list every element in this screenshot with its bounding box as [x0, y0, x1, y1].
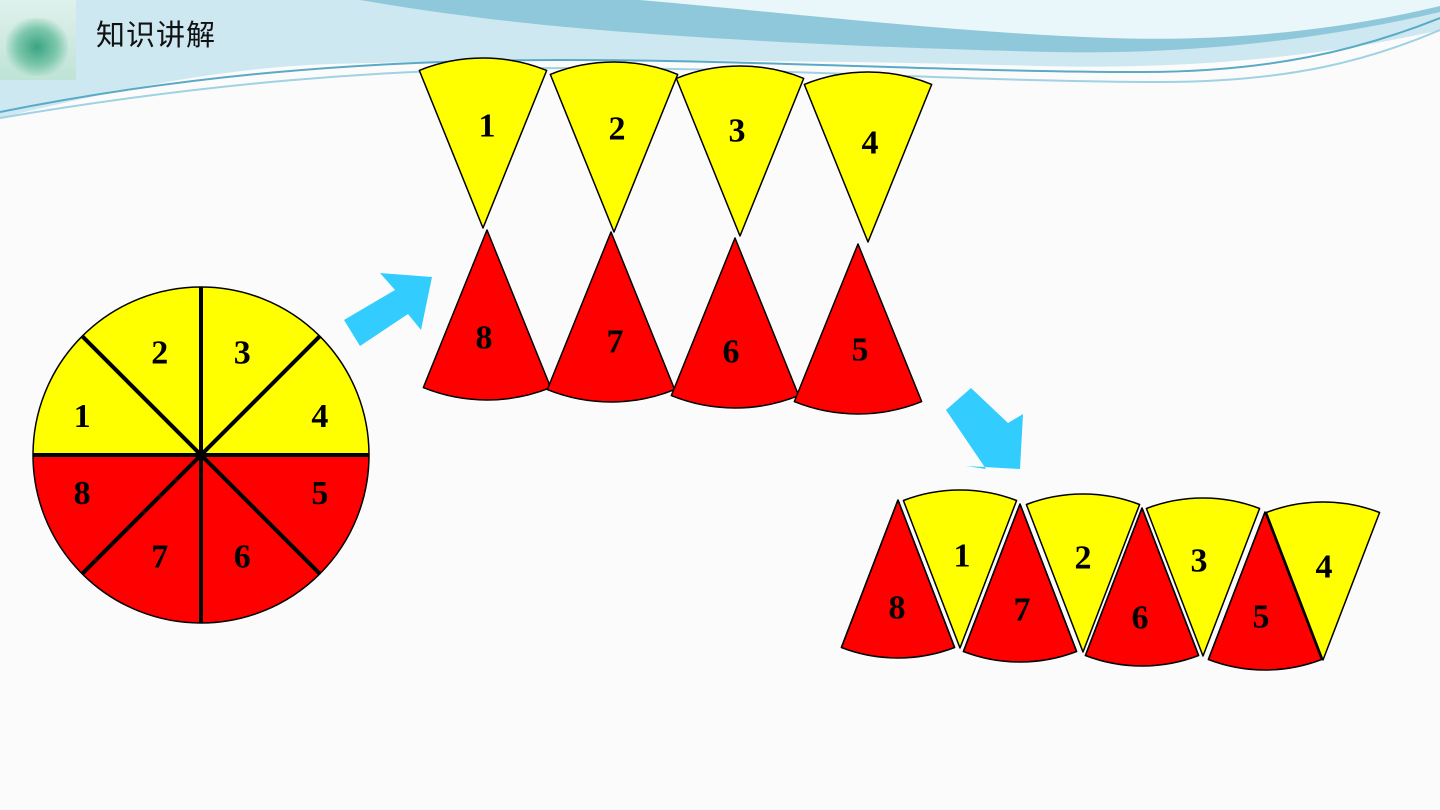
- circle-sector-1: [33, 336, 201, 455]
- circle-sector-3: [201, 287, 320, 455]
- circle-diagram: 1 2 3 4 5 6 7 8: [32, 286, 370, 624]
- split-bottom-label-6: 6: [723, 334, 740, 371]
- joined-edge: [1141, 507, 1200, 656]
- page-title: 知识讲解: [96, 18, 217, 52]
- split-top-sector-4: [803, 71, 933, 243]
- split-bottom-sector-5: [793, 243, 923, 415]
- joined-edge: [897, 499, 956, 648]
- joined-red-label-8: 8: [889, 590, 906, 627]
- banner-wave-front: [640, 0, 1440, 39]
- joined-edge: [840, 499, 899, 648]
- joined-red-sector-7: [962, 503, 1078, 663]
- split-top-label-2: 2: [609, 111, 626, 148]
- banner-line-1: [0, 17, 1440, 113]
- joined-edge: [1264, 511, 1323, 660]
- joined-edge: [1019, 503, 1078, 652]
- joined-yellow-label-1: 1: [954, 538, 971, 575]
- circle-sector-7: [82, 455, 201, 623]
- split-bottom-sector-7: [546, 231, 676, 403]
- joined-red-sector-6: [1084, 507, 1200, 667]
- circle-outline: [32, 286, 370, 624]
- circle-label-1: 1: [74, 398, 91, 435]
- split-bottom-label-7: 7: [607, 324, 624, 361]
- circle-sector-2: [82, 286, 201, 455]
- joined-strip: 1 2 3 4 8 7 6 5: [840, 489, 1381, 671]
- circle-divider: [80, 334, 322, 576]
- arrow-down-right-icon: [946, 388, 1023, 469]
- corner-glow: [6, 18, 68, 76]
- circle-label-3: 3: [234, 335, 251, 372]
- joined-red-label-5: 5: [1253, 599, 1270, 636]
- split-bottom-sector-8: [422, 229, 552, 401]
- circle-sector-4: [201, 336, 369, 455]
- circle-label-7: 7: [151, 538, 168, 575]
- joined-yellow-sector-3: [1145, 497, 1261, 657]
- joined-red-label-6: 6: [1132, 600, 1149, 637]
- banner-line-2: [0, 29, 1440, 119]
- header-banner: [0, 0, 1440, 119]
- split-bottom-label-5: 5: [852, 332, 869, 369]
- joined-edge: [962, 503, 1021, 652]
- split-strip: 1 2 3 4 8 7 6 5: [418, 57, 933, 415]
- joined-yellow-sector-2: [1025, 493, 1141, 653]
- circle-sector-5: [201, 455, 369, 574]
- joined-edge: [1207, 511, 1266, 660]
- split-bottom-label-8: 8: [476, 320, 493, 357]
- circle-label-2: 2: [151, 335, 168, 372]
- split-top-sector-1: [418, 57, 548, 229]
- split-top-label-3: 3: [729, 113, 746, 150]
- joined-red-label-7: 7: [1014, 592, 1031, 629]
- split-top-label-4: 4: [862, 125, 879, 162]
- arrow-up-right-icon: [344, 273, 432, 346]
- circle-label-5: 5: [311, 475, 328, 512]
- circle-label-6: 6: [234, 538, 251, 575]
- joined-red-sector-8: [840, 499, 956, 659]
- joined-yellow-label-2: 2: [1075, 540, 1092, 577]
- split-bottom-sector-6: [670, 237, 800, 409]
- joined-yellow-sector-1: [902, 489, 1018, 649]
- circle-sector-8: [33, 455, 201, 574]
- split-top-sector-2: [549, 61, 679, 233]
- joined-edge: [1084, 507, 1143, 656]
- joined-yellow-label-4: 4: [1316, 549, 1333, 586]
- circle-label-8: 8: [74, 475, 91, 512]
- split-top-sector-3: [675, 65, 805, 237]
- circle-sector-6: [201, 455, 320, 623]
- split-top-label-1: 1: [479, 108, 496, 145]
- circle-label-4: 4: [311, 398, 328, 435]
- joined-yellow-sector-4: [1265, 501, 1381, 661]
- corner-decoration: [0, 0, 76, 80]
- joined-red-sector-5: [1207, 511, 1323, 671]
- joined-yellow-label-3: 3: [1191, 543, 1208, 580]
